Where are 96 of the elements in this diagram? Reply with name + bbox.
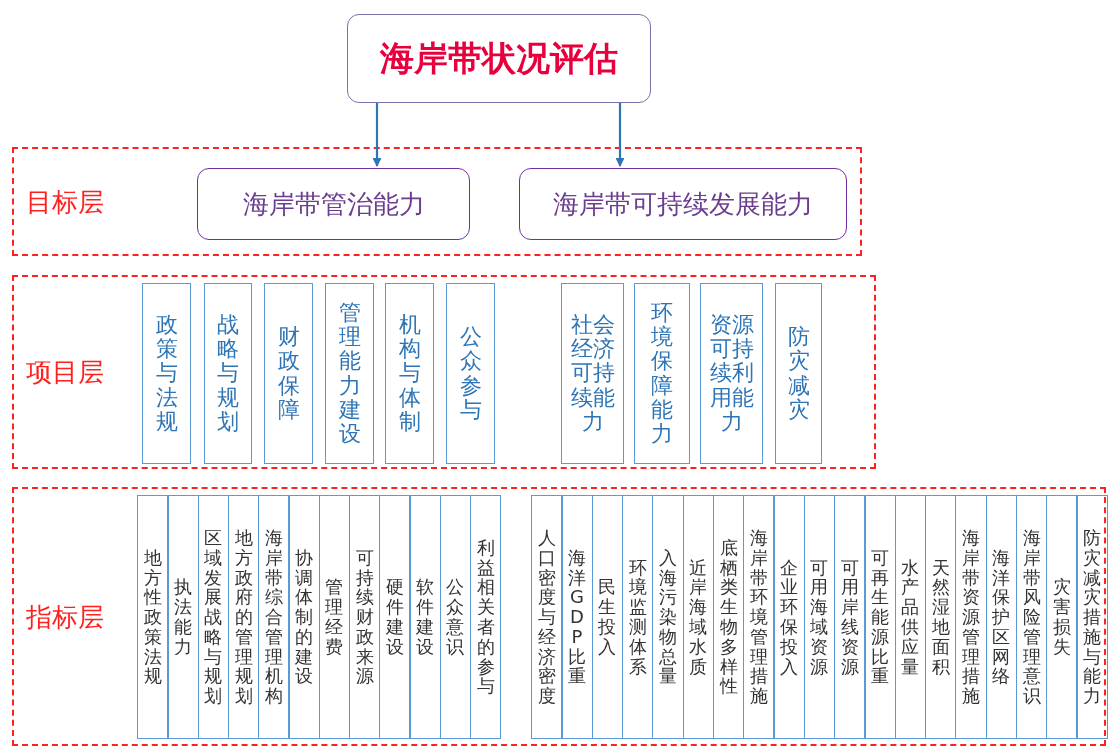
layer-label: 目标层 xyxy=(26,185,104,218)
indicator-cell xyxy=(379,495,411,739)
node-text: 海洋GDP比重 xyxy=(568,547,587,687)
indicator-cell xyxy=(591,495,624,739)
indicator-cell xyxy=(652,495,684,739)
indicator-cell xyxy=(864,495,896,739)
node-text: 海洋保护区网络 xyxy=(992,547,1011,687)
node-text: 财政保障 xyxy=(277,325,300,422)
node-text: 政策与法规 xyxy=(155,313,178,434)
project-box xyxy=(385,283,434,464)
indicator-cell xyxy=(743,495,775,739)
layer-band xyxy=(12,487,1106,746)
layer-band xyxy=(12,147,862,256)
layer-band xyxy=(12,275,876,469)
indicator-cell xyxy=(197,495,229,739)
indicator-cell xyxy=(439,495,471,739)
project-box xyxy=(700,283,763,464)
indicator-cell xyxy=(955,495,987,739)
node-text: 企业环保投入 xyxy=(780,557,799,677)
node-text: 可用岸线资源 xyxy=(840,557,859,677)
indicator-cell xyxy=(288,495,320,739)
indicator-cell xyxy=(1076,495,1108,739)
indicator-cell xyxy=(167,495,199,739)
node-text: 管理经费 xyxy=(325,577,344,657)
indicator-cell xyxy=(258,495,290,739)
node-text: 海岸带环境管理措施 xyxy=(749,527,768,707)
node-text: 海岸带风险管理意识 xyxy=(1022,527,1041,707)
goal-box xyxy=(519,168,847,240)
node-text: 环境保障能力 xyxy=(651,300,673,447)
node-text: 底栖类生物多样性 xyxy=(719,537,738,697)
indicator-cell xyxy=(531,495,563,739)
goal-box xyxy=(197,168,470,240)
node-text: 公众意识 xyxy=(446,577,465,657)
indicator-cell xyxy=(773,495,805,739)
indicator-cell xyxy=(985,495,1017,739)
indicator-cell xyxy=(621,495,654,739)
node-text: 资源可持续利用能力 xyxy=(709,313,754,434)
project-box xyxy=(775,283,822,464)
indicator-cell xyxy=(924,495,957,739)
project-box xyxy=(204,283,252,464)
node-text: 区域发展战略与规划 xyxy=(204,527,223,707)
node-text: 地方性政策法规 xyxy=(143,547,162,687)
node-text: 机构与体制 xyxy=(398,313,421,434)
indicator-cell xyxy=(894,495,927,739)
node-text: 可用海域资源 xyxy=(810,557,829,677)
indicator-cell xyxy=(1046,495,1078,739)
indicator-cell xyxy=(227,495,260,739)
project-box xyxy=(561,283,624,464)
node-text: 海岸带资源管理措施 xyxy=(961,527,980,707)
node-text: 近岸海域水质 xyxy=(689,557,708,677)
node-text: 地方政府的管理规划 xyxy=(234,527,253,707)
node-text: 硬件建设 xyxy=(385,577,404,657)
indicator-cell xyxy=(469,495,502,739)
node-text: 社会经济可持续能力 xyxy=(570,313,615,434)
node-text: 利益相关者的参与 xyxy=(476,537,495,697)
arrow xyxy=(615,103,625,167)
node-text: 水产品供应量 xyxy=(901,557,920,677)
project-box xyxy=(142,283,191,464)
indicator-cell xyxy=(682,495,714,739)
node-text: 管理能力建设 xyxy=(338,300,361,447)
node-text: 执法能力 xyxy=(174,577,192,657)
node-text: 海岸带管治能力 xyxy=(242,187,425,221)
node-text: 软件建设 xyxy=(416,577,434,657)
arrow xyxy=(372,103,382,167)
indicator-cell xyxy=(137,495,169,739)
node-text: 防灾减灾措施与能力 xyxy=(1083,527,1102,707)
project-box xyxy=(446,283,495,464)
title-box xyxy=(347,14,651,103)
indicator-cell xyxy=(712,495,745,739)
indicator-cell xyxy=(561,495,593,739)
indicator-cell xyxy=(803,495,836,739)
node-text: 环境监测体系 xyxy=(628,557,647,677)
node-text: 人口密度与经济密度 xyxy=(537,527,556,707)
project-box xyxy=(264,283,313,464)
node-text: 民生投入 xyxy=(598,577,617,657)
node-text: 海岸带综合管理机构 xyxy=(264,527,283,707)
layer-label: 项目层 xyxy=(26,355,104,389)
layer-label: 指标层 xyxy=(26,600,104,633)
node-text: 海岸带可持续发展能力 xyxy=(553,187,813,221)
node-text: 可再生能源比重 xyxy=(871,547,890,687)
node-text: 天然湿地面积 xyxy=(931,557,950,677)
node-text: 可持续财政来源 xyxy=(355,547,374,687)
indicator-cell xyxy=(348,495,381,739)
node-text: 入海污染物总量 xyxy=(658,547,677,687)
project-box xyxy=(325,283,374,464)
node-text: 防灾减灾 xyxy=(787,325,810,422)
indicator-cell xyxy=(1015,495,1048,739)
title-text: 海岸带状况评估 xyxy=(380,36,618,80)
indicator-cell xyxy=(834,495,866,739)
node-text: 公众参与 xyxy=(459,325,482,422)
node-text: 灾害损失 xyxy=(1052,577,1071,657)
project-box xyxy=(634,283,690,464)
indicator-cell xyxy=(409,495,441,739)
node-text: 协调体制的建设 xyxy=(295,547,313,687)
indicator-cell xyxy=(318,495,350,739)
node-text: 战略与规划 xyxy=(217,313,239,434)
